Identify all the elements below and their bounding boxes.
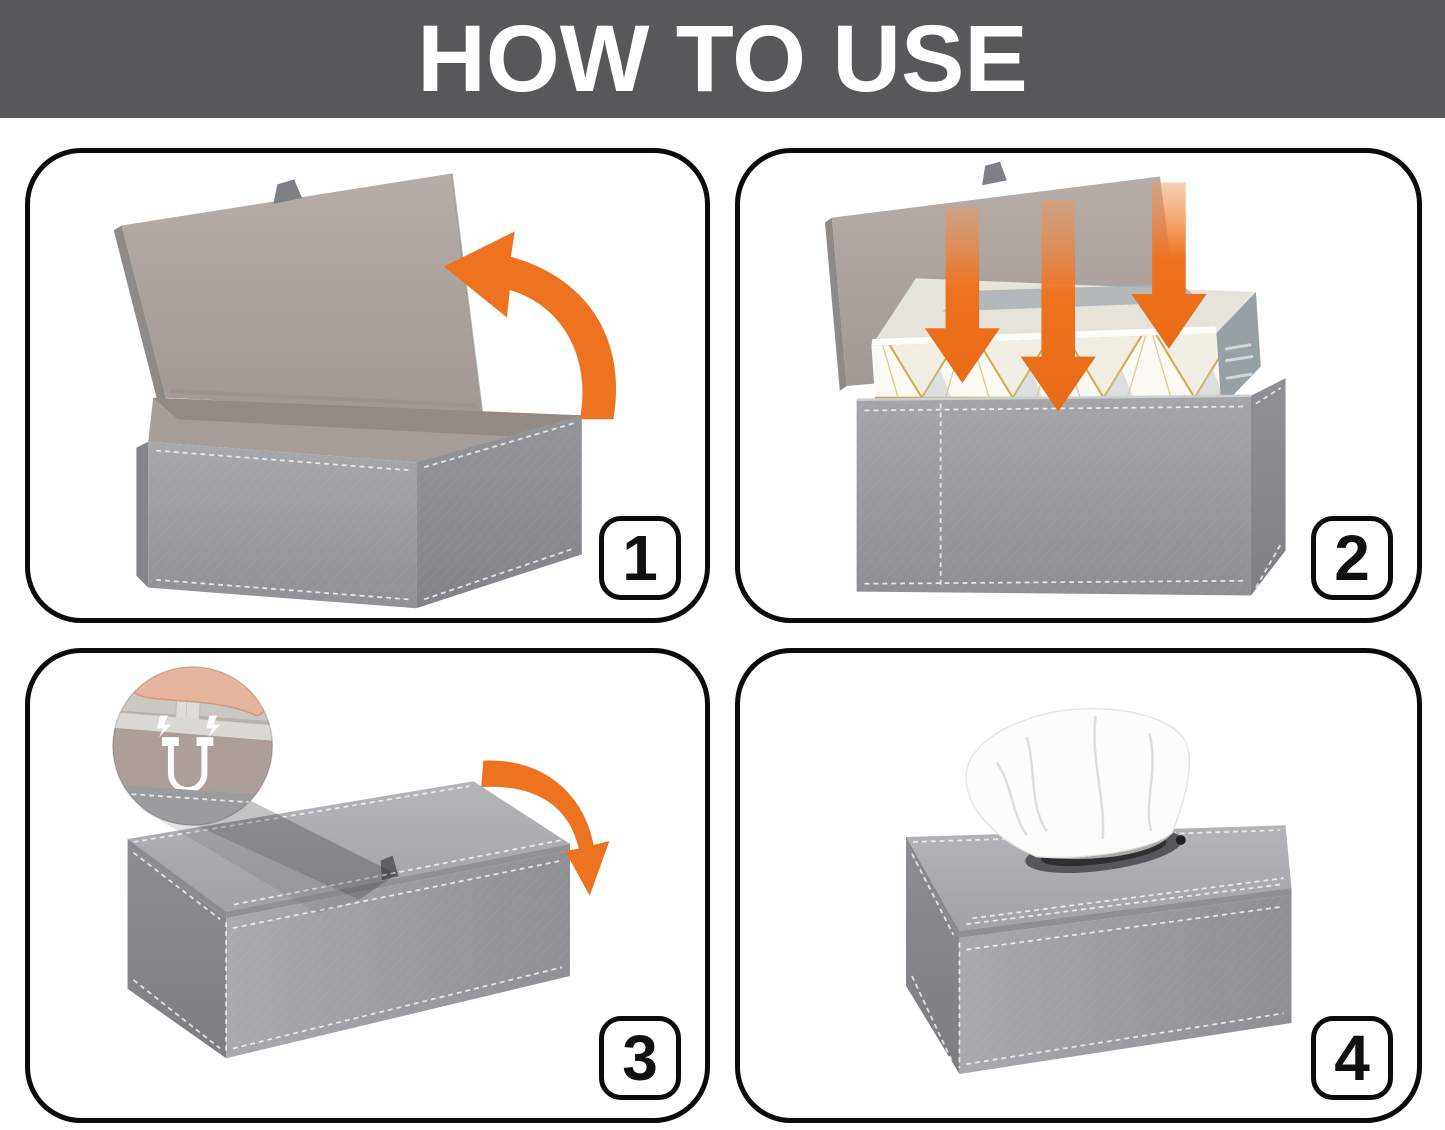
three-down-arrows-icon bbox=[924, 182, 1207, 412]
box-body bbox=[136, 397, 582, 609]
open-lid bbox=[113, 173, 484, 414]
step-panel-3: 3 bbox=[25, 648, 710, 1123]
close-lid-illustration bbox=[112, 665, 610, 1059]
step-badge-3: 3 bbox=[599, 1016, 681, 1100]
tissue-sheet bbox=[965, 707, 1191, 859]
magnifier-beam bbox=[138, 795, 397, 914]
closed-box bbox=[127, 781, 570, 1059]
lightning-icon bbox=[157, 715, 171, 738]
down-arrow-icon bbox=[1131, 182, 1207, 349]
box-body bbox=[856, 378, 1286, 596]
curved-arrow-up-left-icon bbox=[443, 231, 617, 420]
step-number: 1 bbox=[622, 522, 658, 594]
closed-box bbox=[906, 825, 1292, 1074]
opening-corner bbox=[1175, 835, 1186, 845]
step-badge-1: 1 bbox=[599, 516, 681, 600]
down-arrow-icon bbox=[1020, 199, 1096, 412]
dispense-tissue-illustration bbox=[906, 707, 1292, 1074]
down-arrow-icon bbox=[924, 206, 1000, 384]
step-number: 3 bbox=[622, 1022, 658, 1094]
curved-arrow-down-icon bbox=[481, 760, 610, 896]
page-title: HOW TO USE bbox=[417, 5, 1028, 112]
header-banner: HOW TO USE bbox=[0, 0, 1445, 118]
insert-tissue-illustration bbox=[824, 161, 1286, 596]
step-panel-1: 1 bbox=[25, 148, 710, 623]
lid-tab bbox=[982, 161, 1007, 186]
step-panel-2: 2 bbox=[735, 148, 1422, 623]
step-badge-2: 2 bbox=[1311, 516, 1393, 600]
open-box-illustration bbox=[113, 173, 617, 609]
lid-tab bbox=[273, 179, 302, 204]
step-number: 2 bbox=[1334, 522, 1370, 594]
step-badge-4: 4 bbox=[1311, 1016, 1393, 1100]
lightning-icon bbox=[206, 715, 221, 738]
step-panel-4: 4 bbox=[735, 648, 1422, 1123]
step-number: 4 bbox=[1334, 1022, 1370, 1094]
magnet-detail-circle bbox=[112, 666, 273, 826]
